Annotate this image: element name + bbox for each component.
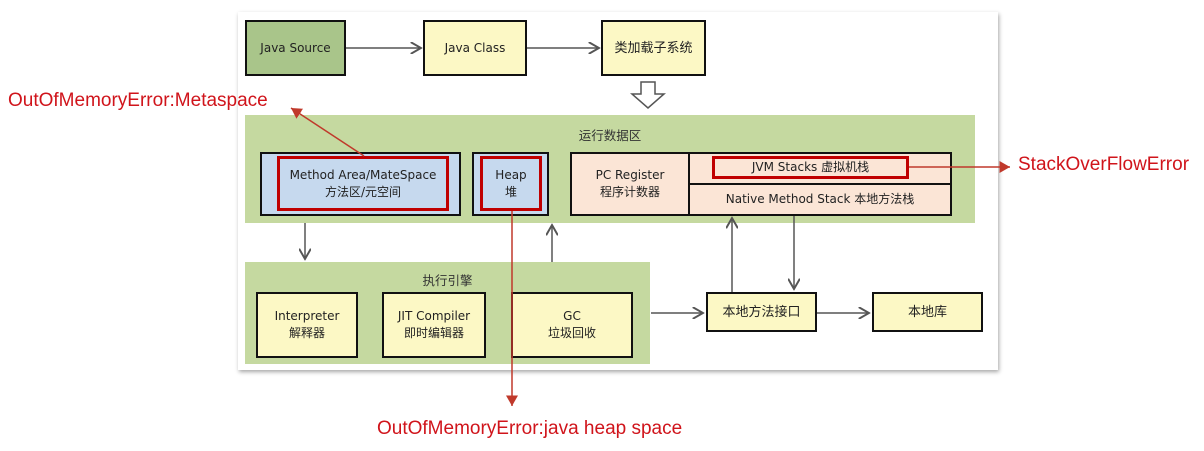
metaspace-error-label: OutOfMemoryError:Metaspace — [8, 90, 268, 111]
interpreter-label: Interpreter — [274, 309, 340, 323]
java-class-box: Java Class — [423, 20, 527, 76]
method-area-label-cn: 方法区/元空间 — [324, 184, 402, 199]
hollow-down-arrow-icon — [630, 81, 666, 109]
native-interface-box: 本地方法接口 — [706, 292, 817, 332]
jvm-stacks-highlight: JVM Stacks 虚拟机栈 — [712, 156, 909, 179]
heap-label-cn: 堆 — [504, 184, 517, 199]
gc-label-cn: 垃圾回收 — [547, 326, 596, 340]
native-library-box: 本地库 — [872, 292, 983, 332]
runtime-data-area-title: 运行数据区 — [578, 128, 642, 143]
method-area-highlight: Method Area/MateSpace 方法区/元空间 — [277, 156, 449, 211]
jvm-stacks-label: JVM Stacks 虚拟机栈 — [751, 160, 870, 174]
native-interface-label: 本地方法接口 — [722, 304, 801, 320]
class-loader-box: 类加载子系统 — [601, 20, 706, 76]
method-area-label: Method Area/MateSpace — [289, 167, 437, 182]
heap-error-label: OutOfMemoryError:java heap space — [377, 418, 683, 439]
native-method-stack-box: Native Method Stack 本地方法栈 — [688, 183, 952, 216]
stack-overflow-error-label: StackOverFlowError — [1018, 154, 1190, 175]
jit-compiler-box: JIT Compiler 即时编辑器 — [382, 292, 486, 358]
pc-register-label: PC Register — [595, 168, 665, 182]
java-class-label: Java Class — [444, 40, 506, 55]
metaspace-error-arrow — [290, 107, 365, 157]
java-source-box: Java Source — [245, 20, 346, 76]
pc-register-box: PC Register 程序计数器 — [570, 152, 690, 216]
execution-engine-title: 执行引擎 — [422, 273, 473, 288]
jit-label: JIT Compiler — [397, 309, 471, 323]
interpreter-label-cn: 解释器 — [288, 326, 325, 340]
heap-box — [472, 152, 549, 216]
gc-label: GC — [563, 309, 581, 323]
heap-highlight: Heap 堆 — [480, 156, 542, 211]
interpreter-box: Interpreter 解释器 — [256, 292, 358, 358]
pc-register-label-cn: 程序计数器 — [599, 185, 660, 199]
native-library-label: 本地库 — [907, 304, 947, 320]
native-method-stack-label: Native Method Stack 本地方法栈 — [725, 192, 915, 206]
class-loader-label: 类加载子系统 — [614, 40, 693, 56]
heap-label: Heap — [495, 167, 527, 182]
jit-label-cn: 即时编辑器 — [403, 326, 464, 340]
java-source-label: Java Source — [260, 40, 331, 55]
